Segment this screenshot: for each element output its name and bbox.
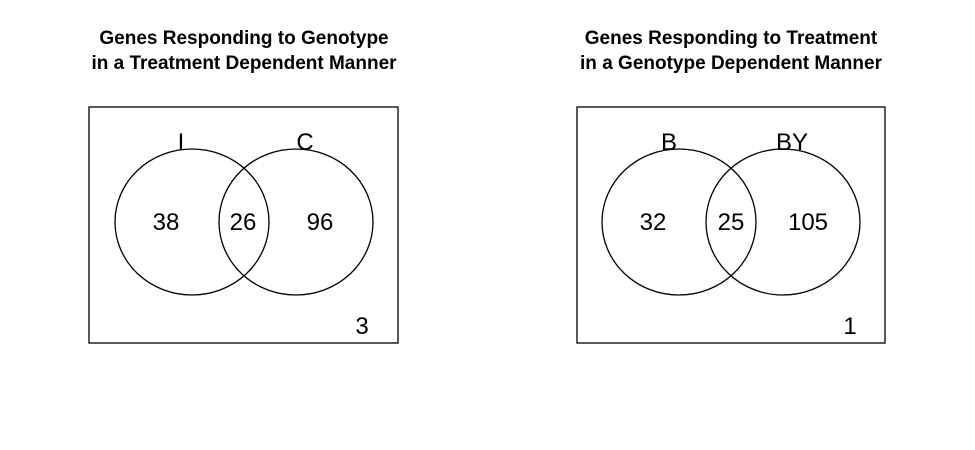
count-overlap: 26 — [230, 209, 257, 236]
universe-box — [88, 106, 399, 344]
count-outside: 3 — [355, 313, 368, 340]
universe-box — [576, 106, 886, 344]
diagram-title-line2: in a Treatment Dependent Manner — [91, 53, 397, 74]
diagram-title-line1: Genes Responding to Genotype — [99, 28, 388, 49]
set-circle-right — [705, 148, 861, 296]
count-right-only: 96 — [307, 209, 334, 236]
set-circle-right — [218, 148, 374, 296]
set-label-right: BY — [776, 129, 808, 156]
set-label-left: B — [661, 129, 677, 156]
count-right-only: 105 — [788, 209, 828, 236]
count-overlap: 25 — [718, 209, 745, 236]
set-label-left: I — [178, 129, 185, 156]
set-circle-left — [114, 148, 270, 296]
venn-diagram-treatment: Genes Responding to Treatment in a Genot… — [576, 28, 886, 344]
set-circle-left — [601, 148, 757, 296]
count-outside: 1 — [843, 313, 856, 340]
set-label-right: C — [296, 129, 313, 156]
diagram-title-line2: in a Genotype Dependent Manner — [580, 53, 883, 74]
venn-diagram-genotype: Genes Responding to Genotype in a Treatm… — [88, 28, 399, 344]
count-left-only: 32 — [640, 209, 667, 236]
diagram-title-line1: Genes Responding to Treatment — [585, 28, 878, 49]
count-left-only: 38 — [153, 209, 180, 236]
